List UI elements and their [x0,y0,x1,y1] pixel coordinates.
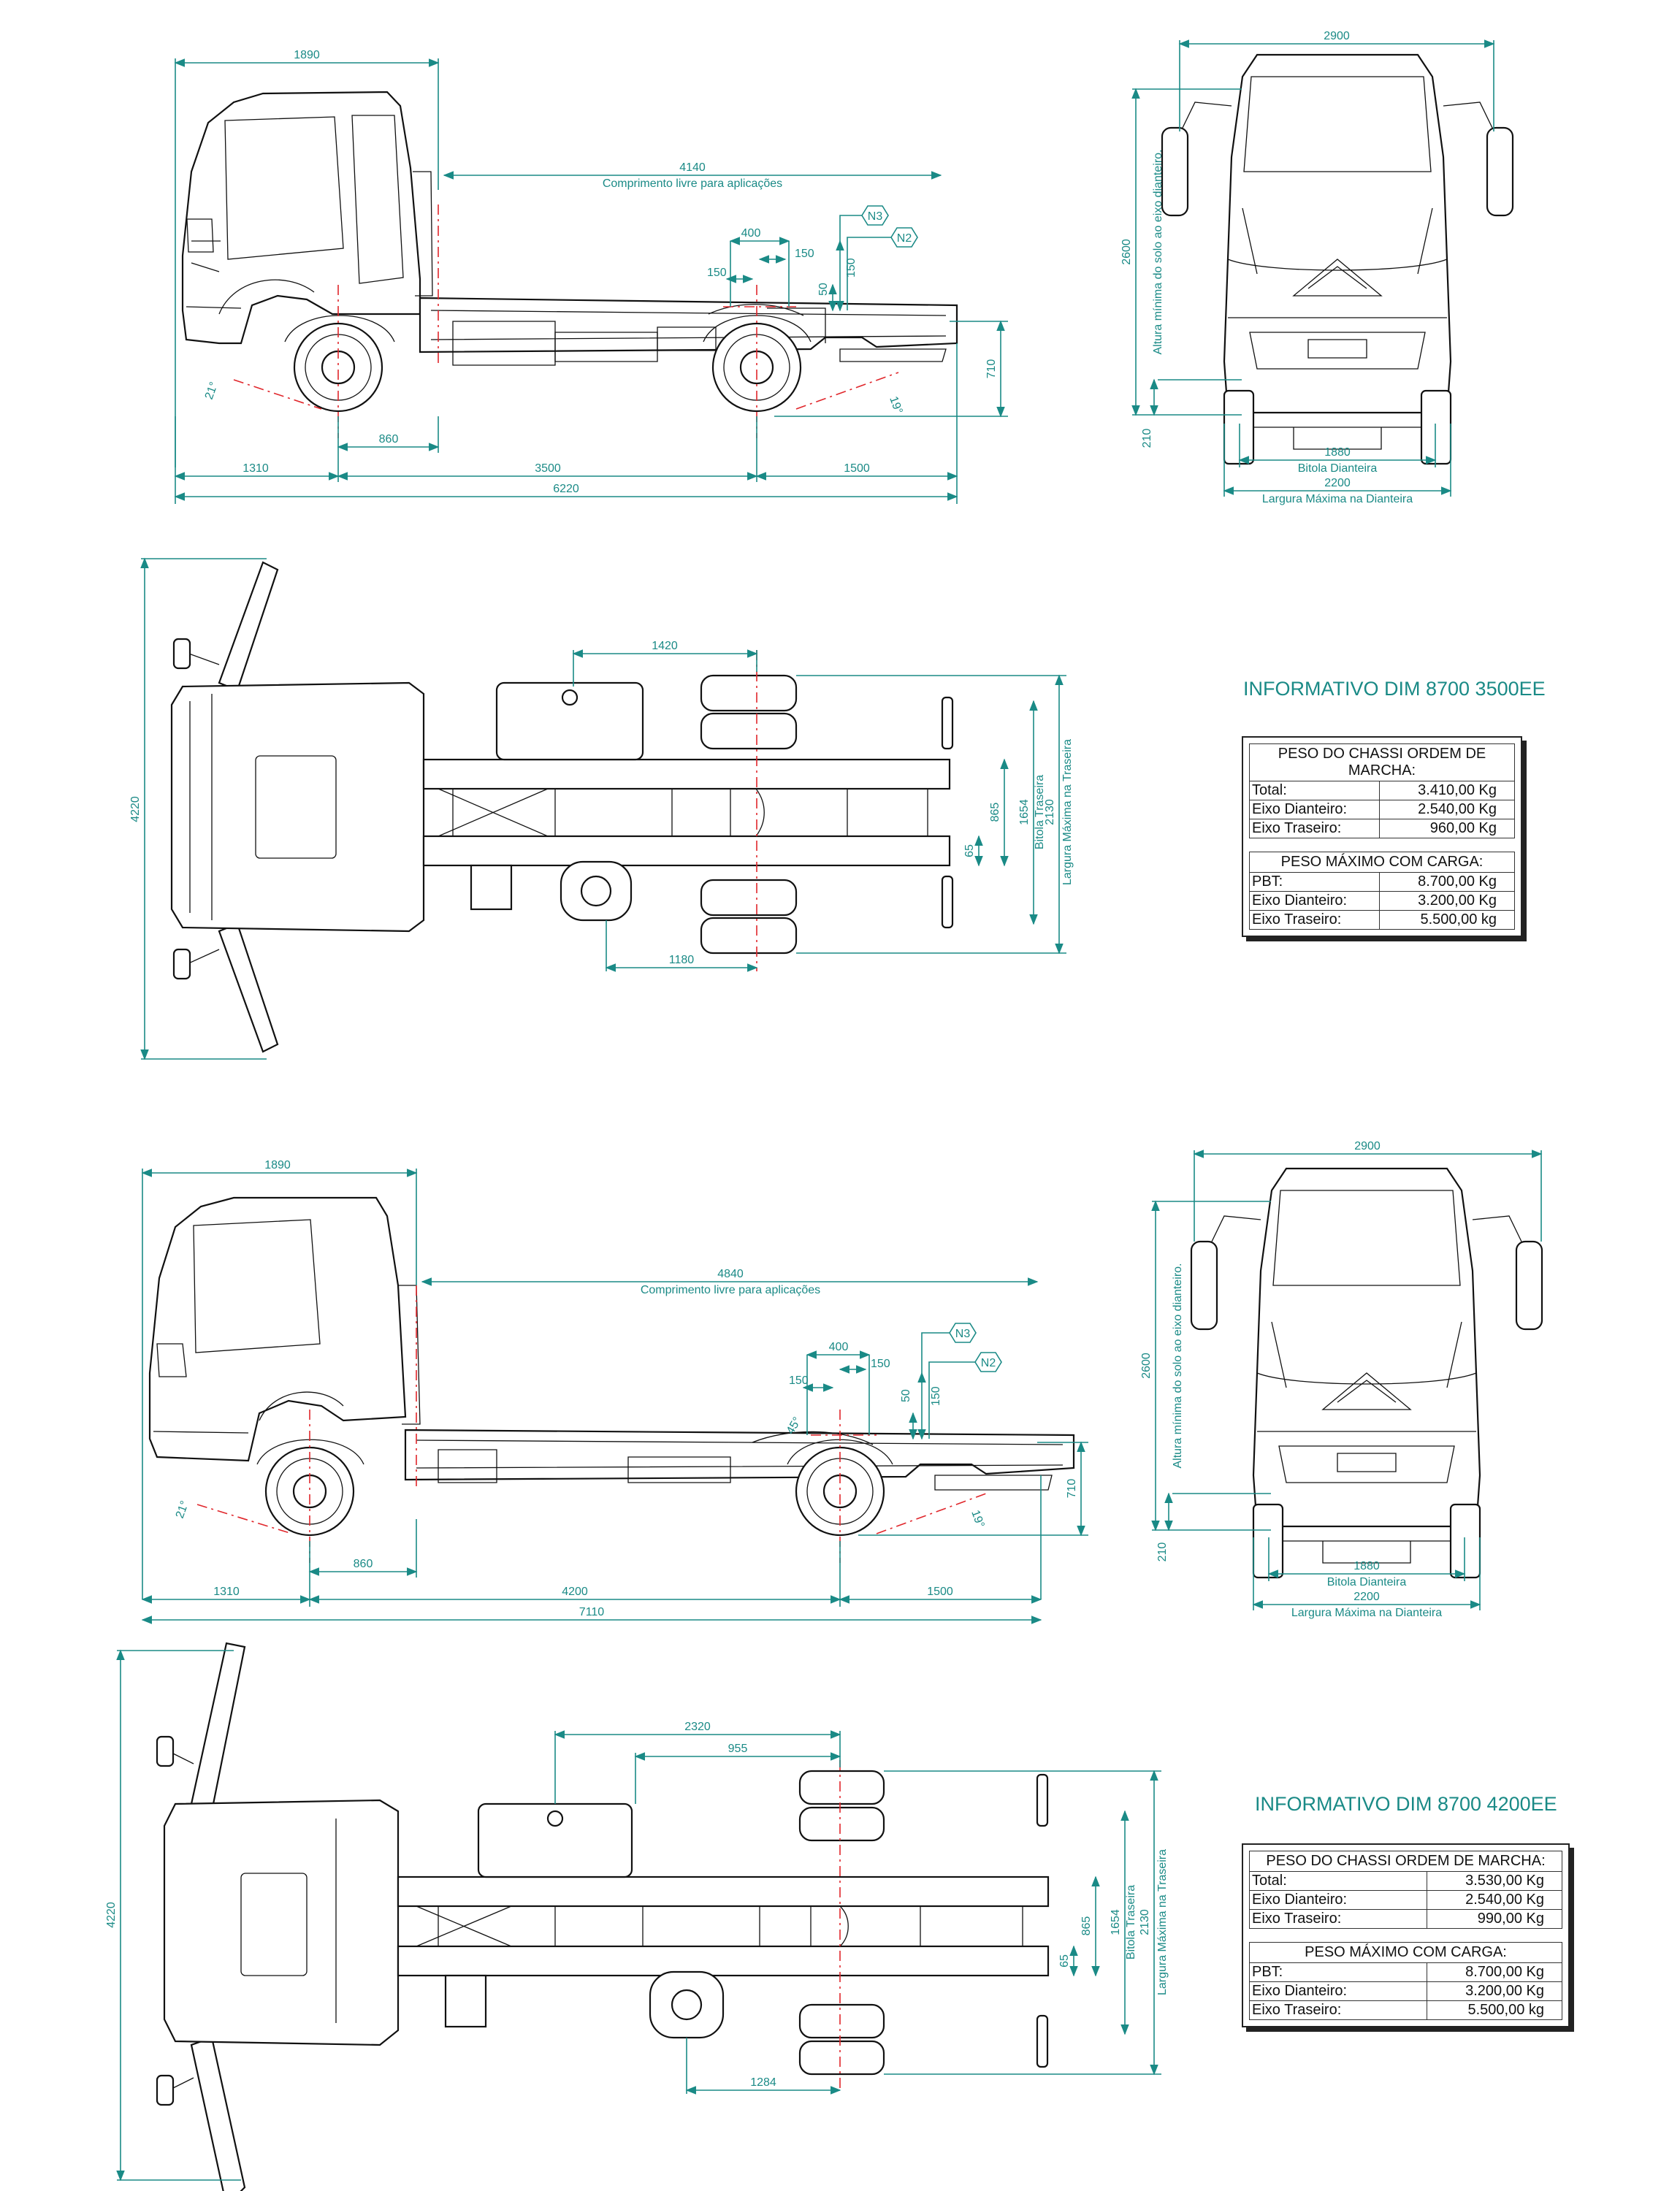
running-weight-header: PESO DO CHASSI ORDEM DE MARCHA: [1249,743,1515,781]
dim-955: 955 [728,1743,748,1755]
table-row: Eixo Dianteiro:2.540,00 Kg [1249,1891,1562,1910]
dim-150-c: 150 [845,258,858,278]
dim-400: 400 [741,227,761,240]
dim-free-length-label: Comprimento livre para aplicações [603,177,782,190]
running-weight-header-2: PESO DO CHASSI ORDEM DE MARCHA: [1249,1851,1562,1872]
dim-front-track: 1880 [1324,446,1351,459]
dim-2130: 2130 [1044,799,1056,825]
table-row: PBT:8.700,00 Kg [1249,1963,1562,1982]
front-view-2: 2900 2600 Altura mínima do solo ao eixo … [1140,1140,1543,1619]
dim-frame-height-2: 710 [1066,1479,1078,1499]
dim-front-overhang: 1310 [243,462,269,475]
top-view-3500: 4220 1420 1180 65 865 1654 Bitola Trasei… [129,557,1074,1060]
front-view-1: 2900 2600 Altura mínima do solo ao eixo … [1120,30,1514,505]
dim-clearance: 210 [1141,429,1153,448]
dim-rear-overhang: 1500 [844,462,870,475]
table-row: Eixo Traseiro:960,00 Kg [1249,819,1515,838]
table-row: Total:3.530,00 Kg [1249,1872,1562,1891]
rear-track-label-2: Bitola Traseira [1125,1885,1137,1959]
dim-front-track-2: 1880 [1353,1560,1380,1572]
weight-table-3500: PESO DO CHASSI ORDEM DE MARCHA: Total:3.… [1242,736,1522,937]
table-row: Eixo Traseiro:5.500,00 kg [1249,911,1515,930]
dim-50: 50 [817,283,830,296]
n2-marker-2: N2 [981,1357,996,1369]
dim-wheelbase: 3500 [535,462,561,475]
angle-departure-2: 19° [969,1509,986,1530]
dim-clearance-2: 210 [1156,1542,1169,1562]
dim-max-width: 2200 [1324,477,1351,489]
dim-free-length-label-2: Comprimento livre para aplicações [641,1284,820,1296]
dim-1654-2: 1654 [1110,1909,1122,1935]
dim-height-2: 2600 [1140,1353,1153,1379]
angle-approach-2: 21° [174,1499,191,1521]
info-title-3500: INFORMATIVO DIM 8700 3500EE [1243,678,1546,700]
max-weight-header-2: PESO MÁXIMO COM CARGA: [1249,1942,1562,1963]
side-view-4200: 1890 4840 Comprimento livre para aplicaç… [141,1159,1088,1624]
dim-max-width-2: 2200 [1353,1591,1380,1603]
side-view-3500: 1890 4140 Comprimento livre para aplicaç… [174,49,1008,504]
top-view-4200: 4220 2320 955 1284 65 865 1654 Bitola Tr… [105,1642,1169,2191]
table-row: Eixo Dianteiro:2.540,00 Kg [1249,800,1515,819]
dim-cab-length-2: 1890 [264,1159,291,1171]
table-row: Total:3.410,00 Kg [1249,781,1515,800]
dim-frame-height: 710 [985,359,998,379]
clearance-label-2: Altura mínima do solo ao eixo dianteiro. [1172,1263,1184,1468]
dim-height: 2600 [1120,239,1133,265]
dim-150-b: 150 [707,267,727,279]
front-track-label: Bitola Dianteira [1298,462,1378,475]
dim-total-length-2: 7110 [579,1606,605,1618]
front-track-label-2: Bitola Dianteira [1327,1576,1407,1588]
dim-mirror-width: 2900 [1324,30,1350,42]
rear-width-label-2: Largura Máxima na Traseira [1156,1849,1169,1995]
table-row: PBT:8.700,00 Kg [1249,873,1515,892]
dim-150-a-2: 150 [871,1358,890,1370]
max-width-label: Largura Máxima na Dianteira [1262,493,1413,505]
n2-marker: N2 [897,232,912,245]
dim-865-2: 865 [1080,1916,1093,1936]
rear-width-label: Largura Máxima na Traseira [1061,739,1074,885]
dim-150-b-2: 150 [789,1374,809,1387]
dim-wheelbase-2: 4200 [562,1586,588,1598]
dim-1654: 1654 [1018,799,1031,825]
dim-1420: 1420 [652,640,678,652]
max-weight-header: PESO MÁXIMO COM CARGA: [1249,852,1515,873]
dim-1284: 1284 [750,2076,776,2089]
dim-150-c-2: 150 [930,1386,942,1406]
angle-departure: 19° [887,395,904,416]
dim-cab-length: 1890 [294,49,320,61]
dim-2130-2: 2130 [1139,1909,1151,1935]
clearance-label: Altura mínima do solo ao eixo dianteiro. [1152,149,1164,354]
dim-150-a: 150 [795,248,814,260]
dim-2320: 2320 [684,1721,711,1733]
dim-1180: 1180 [669,954,695,966]
dim-860: 860 [379,433,399,446]
dim-overall-width: 4220 [129,796,142,822]
dim-400-2: 400 [829,1341,849,1353]
info-title-4200: INFORMATIVO DIM 8700 4200EE [1255,1793,1557,1815]
dim-overall-width-2: 4220 [105,1902,118,1928]
dim-mirror-width-2: 2900 [1354,1140,1381,1152]
angle-approach: 21° [203,381,221,402]
dim-65-2: 65 [1058,1954,1071,1968]
n3-marker-2: N3 [955,1328,971,1340]
n3-marker: N3 [868,210,883,223]
table-row: Eixo Dianteiro:3.200,00 Kg [1249,1982,1562,2001]
dim-rear-overhang-2: 1500 [927,1586,953,1598]
table-row: Eixo Traseiro:990,00 Kg [1249,1910,1562,1929]
dim-865: 865 [989,803,1001,822]
weight-table-4200: PESO DO CHASSI ORDEM DE MARCHA: Total:3.… [1242,1843,1570,2027]
dim-65: 65 [963,844,976,857]
dim-free-length-2: 4840 [717,1268,744,1280]
dim-front-overhang-2: 1310 [213,1586,240,1598]
dim-860-2: 860 [354,1558,373,1570]
max-width-label-2: Largura Máxima na Dianteira [1291,1607,1442,1619]
table-row: Eixo Traseiro:5.500,00 kg [1249,2001,1562,2020]
dim-free-length: 4140 [679,161,706,174]
dim-total-length: 6220 [553,483,579,495]
table-row: Eixo Dianteiro:3.200,00 Kg [1249,892,1515,911]
rear-track-label: Bitola Traseira [1034,775,1046,849]
dim-50-2: 50 [900,1389,912,1402]
